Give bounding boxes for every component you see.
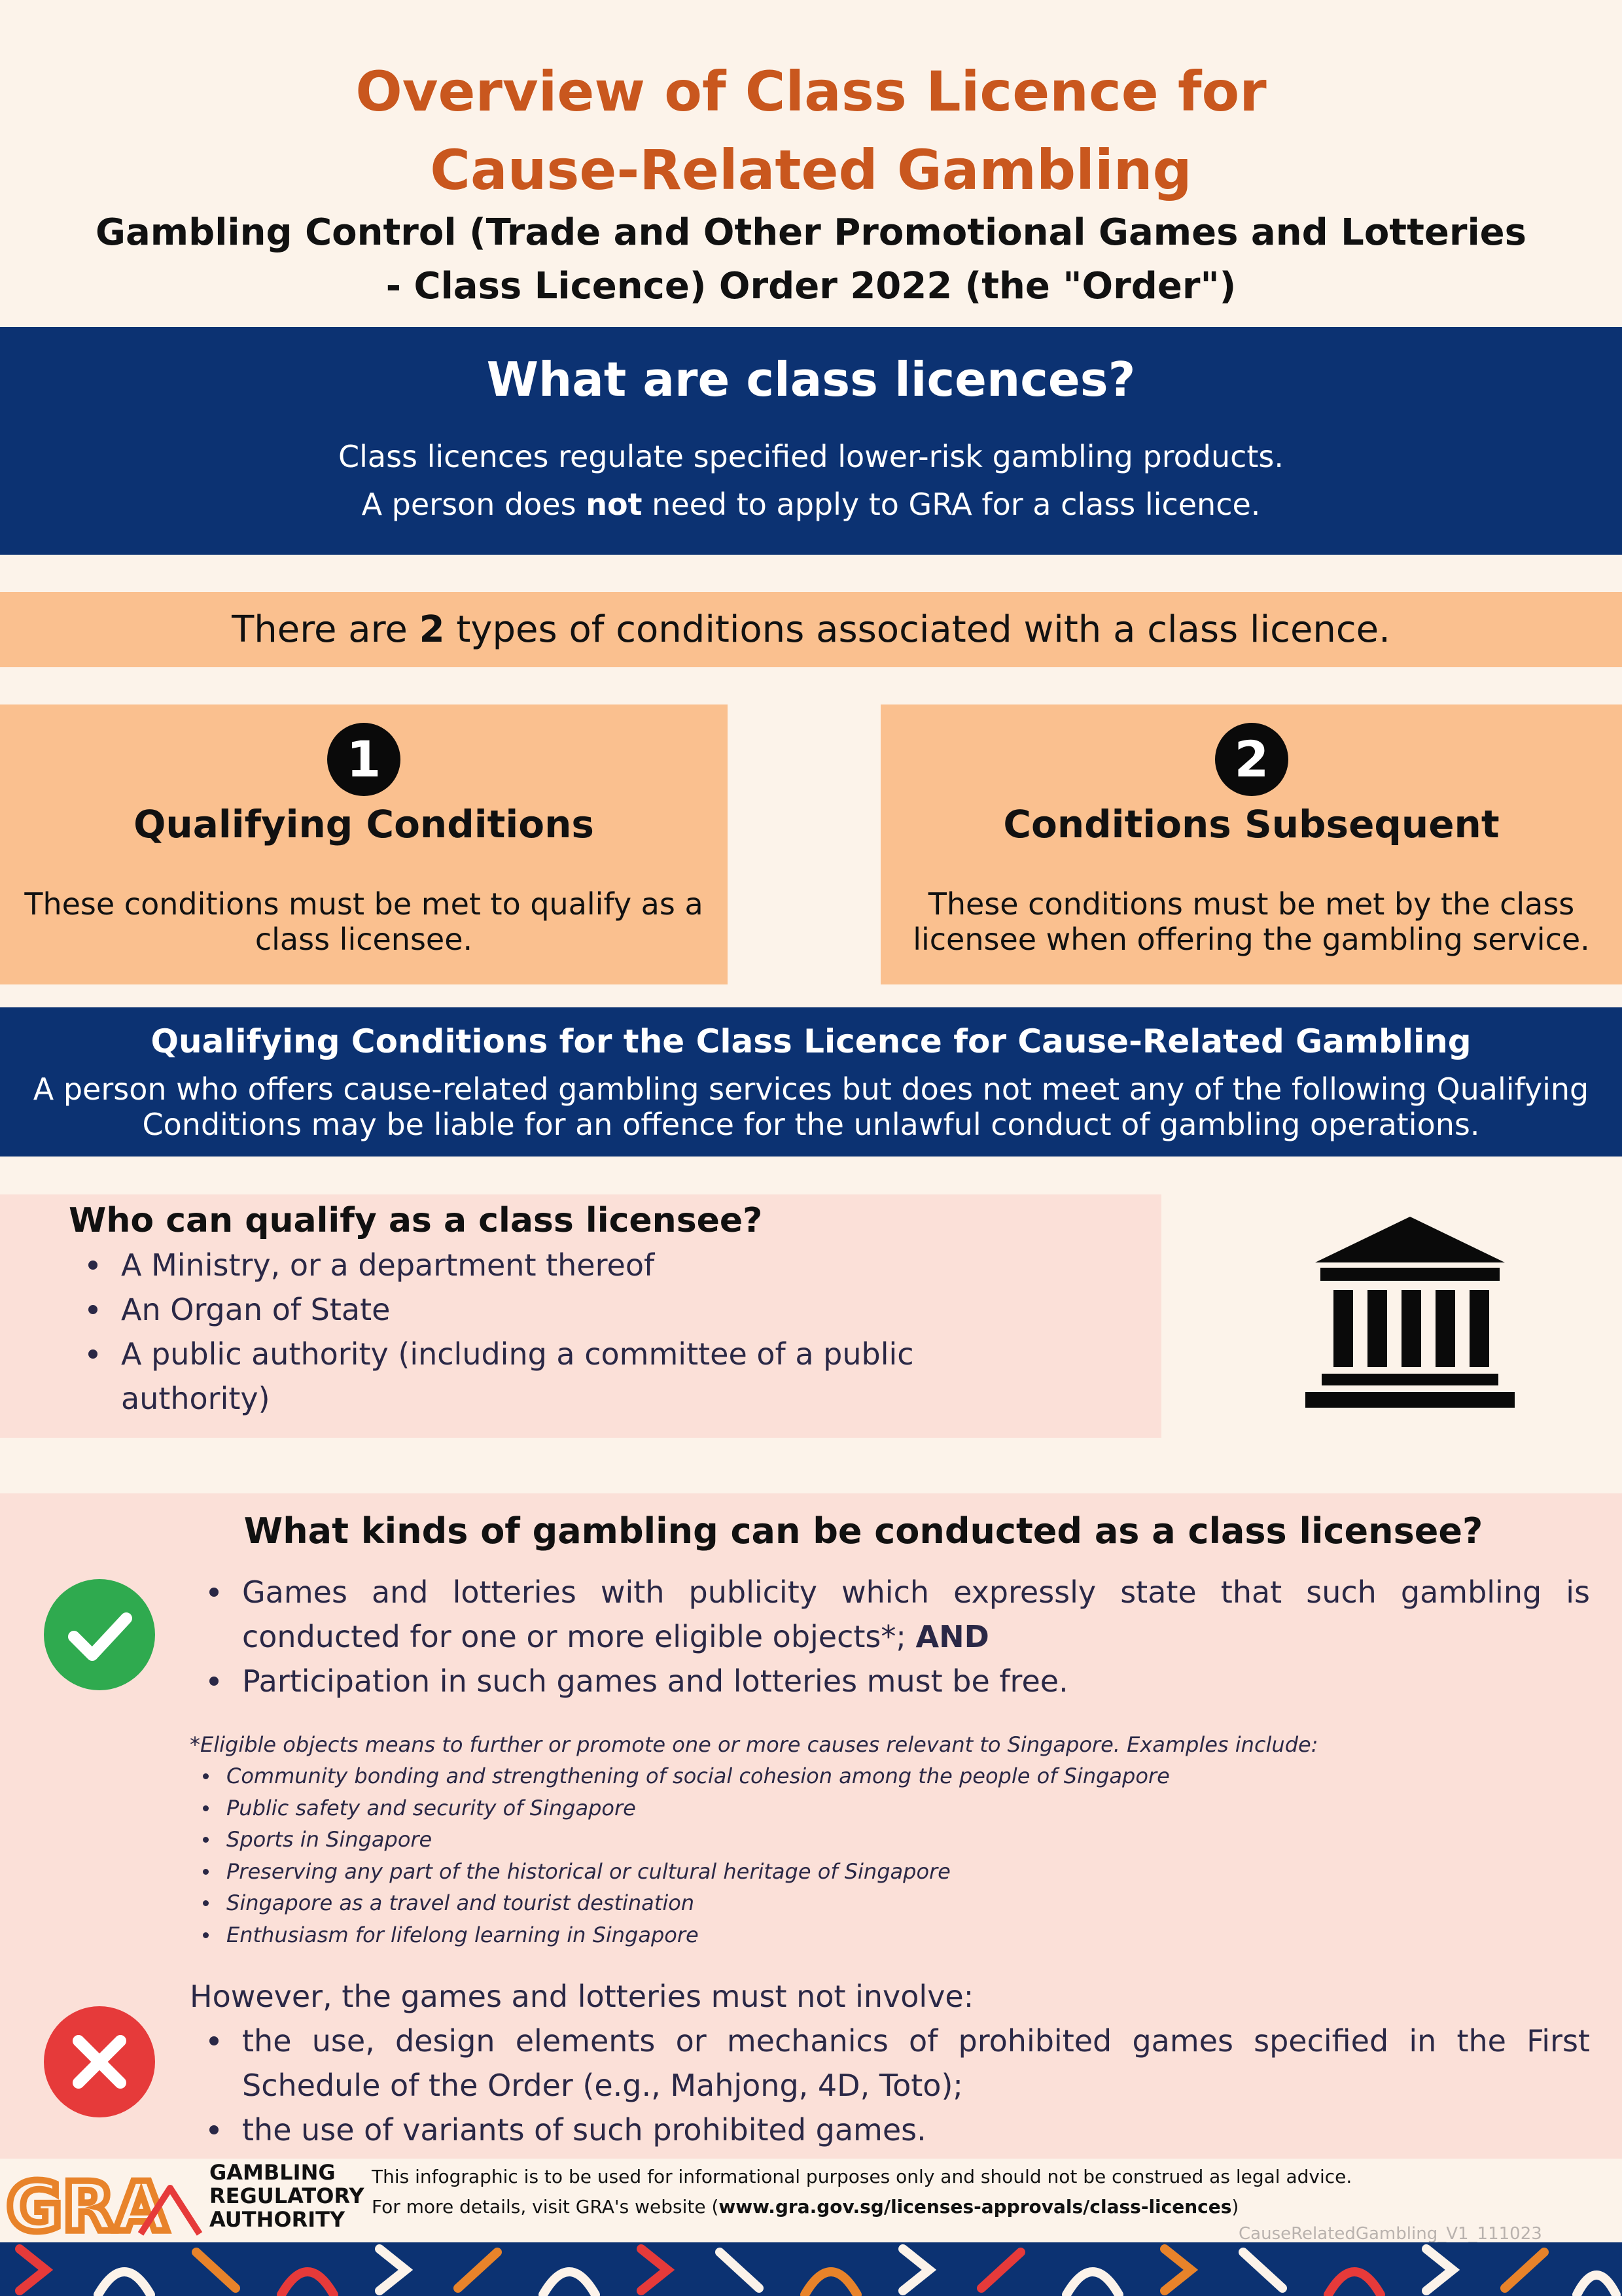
title-line-2: Cause-Related Gambling	[430, 138, 1192, 202]
conditions-subsequent-card: 2 Conditions Subsequent These conditions…	[881, 704, 1622, 984]
list-item: Sports in Singapore	[190, 1824, 1596, 1856]
gra-name: GAMBLING REGULATORY AUTHORITY	[209, 2161, 364, 2231]
kinds-section	[0, 1493, 1622, 2159]
who-title: Who can qualify as a class licensee?	[69, 1201, 763, 1240]
card-desc-line-2: licensee when offering the gambling serv…	[913, 922, 1590, 957]
types-text: There are 2 types of conditions associat…	[0, 599, 1622, 661]
gra-website-link[interactable]: www.gra.gov.sg/licenses-approvals/class-…	[718, 2196, 1232, 2218]
list-item: Participation in such games and lotterie…	[190, 1659, 1590, 1703]
what-title: What are class licences?	[486, 352, 1136, 407]
card-description: These conditions must be met by the clas…	[900, 886, 1602, 957]
qualifying-title: Qualifying Conditions for the Class Lice…	[150, 1022, 1472, 1060]
gra-name-line-3: AUTHORITY	[209, 2207, 345, 2232]
types-bold: 2	[419, 608, 445, 651]
cross-circle-icon	[44, 2006, 155, 2117]
card-title: Conditions Subsequent	[1003, 802, 1500, 846]
what-line-2-post: need to apply to GRA for a class licence…	[642, 487, 1261, 522]
title-line-1: Overview of Class Licence for	[355, 60, 1267, 124]
page-title: Overview of Class Licence for Cause-Rela…	[0, 52, 1622, 209]
kinds-title: What kinds of gambling can be conducted …	[243, 1510, 1483, 1552]
what-line-1: Class licences regulate specified lower-…	[338, 439, 1284, 474]
list-item: A Ministry, or a department thereof	[69, 1243, 1017, 1287]
who-section	[0, 1194, 1161, 1438]
subtitle-line-2: - Class Licence) Order 2022 (the "Order"…	[385, 265, 1237, 307]
gra-name-line-2: REGULATORY	[209, 2183, 364, 2208]
list-item: Public safety and security of Singapore	[190, 1792, 1596, 1824]
however-heading: However, the games and lotteries must no…	[190, 1979, 974, 2014]
types-pre: There are	[232, 608, 419, 651]
types-post: types of conditions associated with a cl…	[444, 608, 1390, 651]
card-title: Qualifying Conditions	[133, 802, 594, 846]
eligible-objects-list: Community bonding and strengthening of s…	[190, 1760, 1596, 1951]
list-item: Enthusiasm for lifelong learning in Sing…	[190, 1919, 1596, 1951]
more-details: For more details, visit GRA's website (w…	[372, 2192, 1239, 2222]
list-item: Singapore as a travel and tourist destin…	[190, 1887, 1596, 1919]
list-item: Community bonding and strengthening of s…	[190, 1760, 1596, 1792]
what-section	[0, 327, 1622, 555]
gra-name-line-1: GAMBLING	[209, 2160, 336, 2185]
decorative-pattern-band	[0, 2242, 1622, 2296]
card-desc-line-1: These conditions must be met by the clas…	[928, 886, 1575, 922]
list-item: An Organ of State	[69, 1287, 1017, 1332]
more-details-post: )	[1231, 2196, 1239, 2218]
number-two-icon: 2	[1215, 723, 1288, 796]
check-circle-icon	[44, 1579, 155, 1690]
what-line-2-bold: not	[586, 487, 643, 522]
version-label: CauseRelatedGambling_V1_111023	[1239, 2224, 1542, 2244]
card-description: These conditions must be met to qualify …	[20, 886, 708, 957]
types-banner	[0, 592, 1622, 667]
list-item: the use of variants of such prohibited g…	[190, 2108, 1590, 2152]
qualifying-desc-line-2: Conditions may be liable for an offence …	[142, 1107, 1480, 1142]
gra-logo-icon: GRA	[7, 2168, 203, 2244]
more-details-pre: For more details, visit GRA's website (	[372, 2196, 719, 2218]
list-item: Games and lotteries with publicity which…	[190, 1570, 1590, 1659]
kinds-item-1-text: Games and lotteries with publicity which…	[242, 1574, 1590, 1654]
qualifying-description: A person who offers cause-related gambli…	[33, 1071, 1589, 1142]
qualifying-section	[0, 1007, 1622, 1157]
page-subtitle: Gambling Control (Trade and Other Promot…	[0, 206, 1622, 313]
building-icon	[1305, 1217, 1515, 1408]
list-item: A public authority (including a committe…	[69, 1332, 1017, 1421]
subtitle-line-1: Gambling Control (Trade and Other Promot…	[96, 211, 1526, 254]
qualifying-desc-line-1: A person who offers cause-related gambli…	[33, 1071, 1589, 1107]
card-desc-line-1: These conditions must be met to qualify …	[24, 886, 703, 922]
number-one-icon: 1	[327, 723, 400, 796]
what-line-2-pre: A person does	[361, 487, 586, 522]
however-list: the use, design elements or mechanics of…	[190, 2019, 1590, 2152]
kinds-item-1-bold: AND	[915, 1619, 989, 1654]
list-item: Preserving any part of the historical or…	[190, 1856, 1596, 1888]
list-item: the use, design elements or mechanics of…	[190, 2019, 1590, 2108]
what-line-2: A person does not need to apply to GRA f…	[0, 483, 1622, 526]
eligible-objects-note: *Eligible objects means to further or pr…	[190, 1732, 1318, 1757]
card-desc-line-2: class licensee.	[255, 922, 473, 957]
qualifying-conditions-card: 1 Qualifying Conditions These conditions…	[0, 704, 728, 984]
disclaimer: This infographic is to be used for infor…	[372, 2166, 1352, 2187]
kinds-list: Games and lotteries with publicity which…	[190, 1570, 1590, 1703]
who-list: A Ministry, or a department thereof An O…	[69, 1243, 1017, 1421]
